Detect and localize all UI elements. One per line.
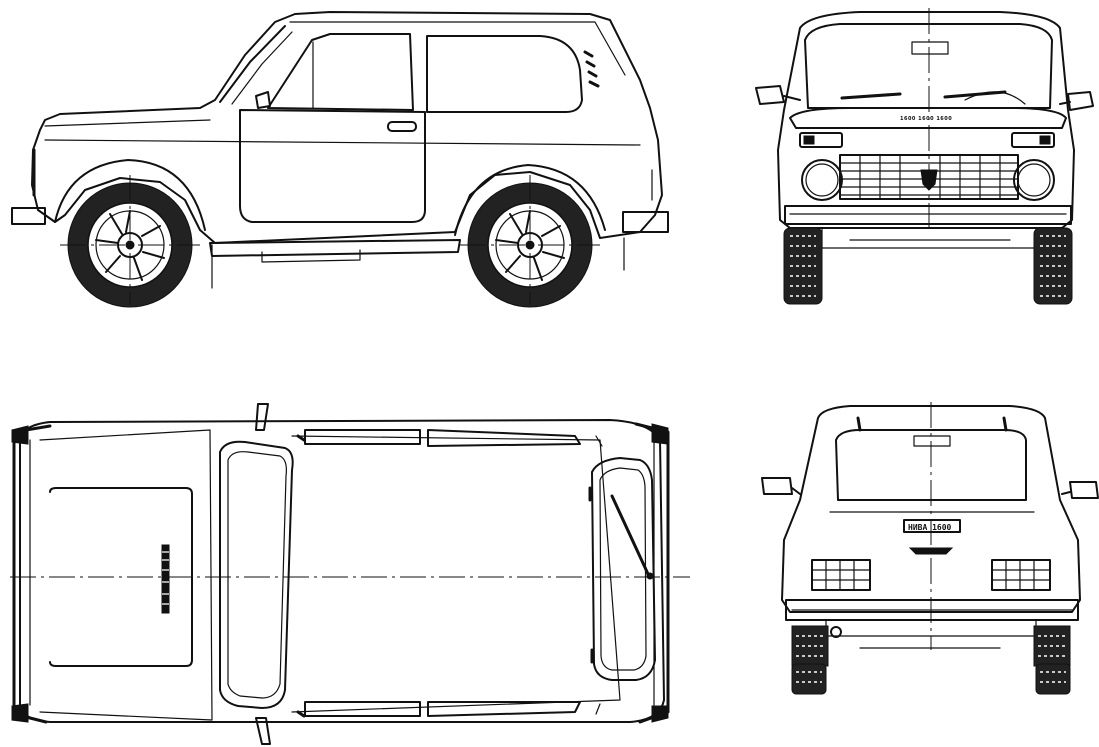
front-badge: 1600 1600 1600	[900, 116, 952, 122]
top-hood-vent	[161, 544, 170, 614]
rear-window	[835, 429, 1027, 501]
side-door-handle	[387, 121, 417, 132]
front-wipers	[840, 90, 1007, 100]
side-body-crease	[44, 139, 641, 146]
front-emblem	[920, 169, 938, 191]
side-front-arch	[54, 159, 206, 231]
front-right-indicator	[1011, 132, 1055, 148]
front-right-mirror	[1059, 91, 1094, 111]
side-rear-window	[426, 35, 583, 113]
front-undercarriage	[821, 227, 1037, 249]
front-right-headlight	[1013, 159, 1055, 201]
side-mirror	[255, 91, 271, 109]
front-rear-view-mirror	[911, 41, 949, 55]
side-rear-arch	[454, 164, 606, 236]
rear-bumper	[785, 599, 1079, 621]
top-body-outline	[19, 419, 665, 723]
top-right-windows	[304, 701, 581, 717]
rear-plate	[903, 519, 961, 533]
rear-left-mudflap	[791, 625, 829, 695]
front-bumper	[784, 205, 1072, 225]
rear-left-taillight	[811, 559, 871, 591]
rear-right-taillight	[991, 559, 1051, 591]
front-left-tyre	[783, 227, 823, 305]
side-body-outline	[31, 11, 663, 244]
side-sill	[209, 239, 461, 257]
side-windshield	[219, 25, 286, 103]
front-windshield	[804, 23, 1053, 109]
side-rear-wheel	[460, 175, 600, 308]
top-left-mirror	[255, 403, 269, 431]
front-left-headlight	[801, 159, 843, 201]
side-mudflaps	[211, 237, 625, 289]
top-rear-glass	[591, 457, 656, 681]
top-right-mirror	[255, 717, 271, 745]
side-view	[11, 11, 669, 308]
rear-right-mudflap	[1033, 625, 1071, 695]
side-roof-gutter	[289, 21, 626, 76]
top-rear-wiper	[610, 494, 650, 576]
front-view: 1600 1600 1600	[755, 8, 1094, 305]
top-windshield	[219, 440, 294, 709]
front-right-tyre	[1033, 227, 1073, 305]
rear-plate-text: НИВА 1600	[908, 523, 952, 532]
rear-view: НИВА 1600	[761, 402, 1099, 695]
side-door	[239, 109, 426, 223]
side-vent-slots	[583, 50, 600, 88]
top-view	[10, 403, 690, 745]
side-rear-bumper	[622, 211, 669, 233]
front-left-indicator	[799, 132, 843, 148]
side-front-wheel	[60, 175, 200, 308]
front-hood	[789, 107, 1067, 129]
top-roof	[291, 435, 621, 713]
front-body-outline	[777, 11, 1075, 229]
rear-emblem	[908, 547, 954, 555]
rear-right-mirror	[1061, 481, 1099, 499]
side-front-window	[267, 33, 414, 111]
rear-body-outline	[781, 405, 1081, 613]
rear-left-mirror	[761, 477, 801, 495]
side-front-bumper	[11, 207, 46, 225]
rear-brake-lamp	[913, 435, 951, 447]
front-left-mirror	[755, 85, 801, 105]
